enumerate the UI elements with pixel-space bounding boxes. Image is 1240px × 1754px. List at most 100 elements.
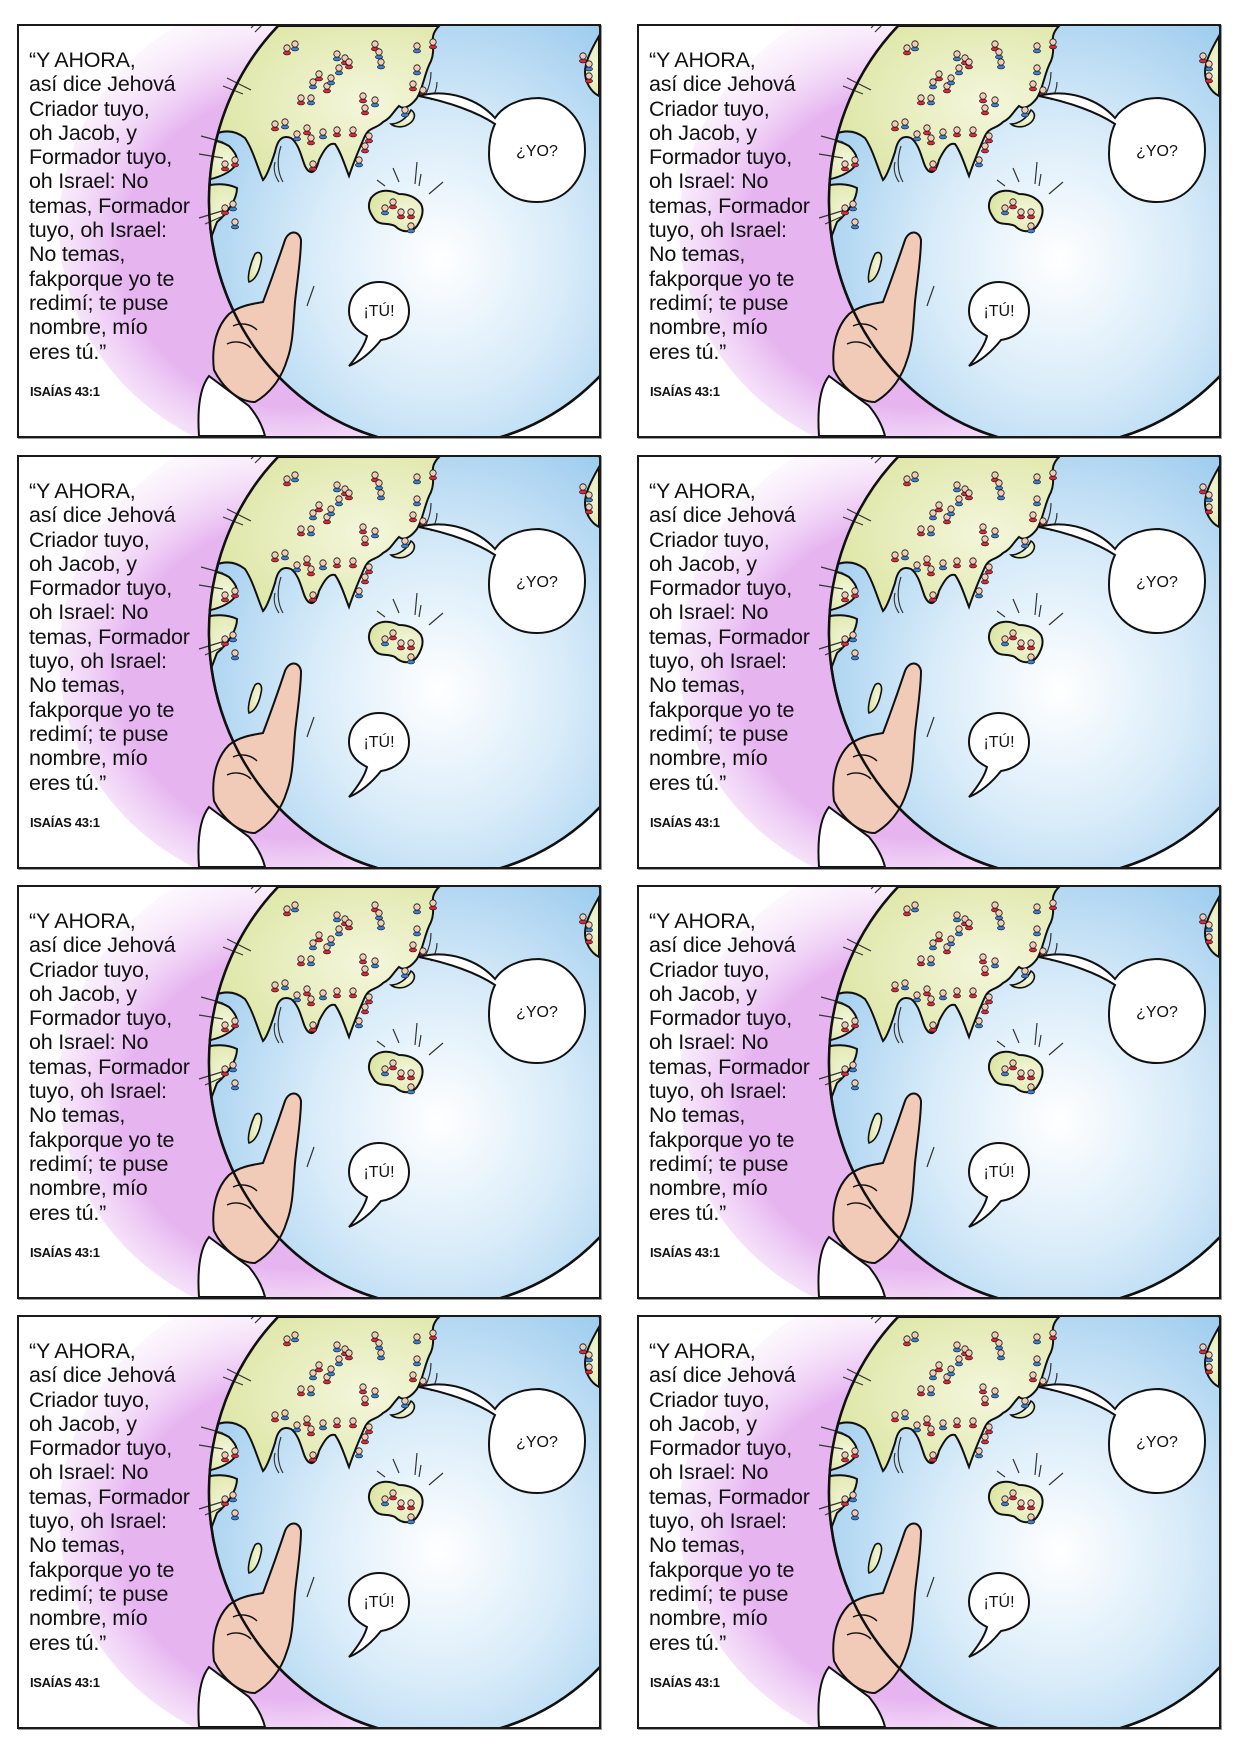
person-marker xyxy=(327,74,335,86)
person-marker xyxy=(229,1061,237,1073)
pointing-hand xyxy=(817,1522,923,1727)
bubble-question-text: ¿YO? xyxy=(516,1434,558,1451)
person-marker xyxy=(923,555,931,567)
verse-reference: ISAÍAS 43:1 xyxy=(650,815,720,830)
person-marker xyxy=(911,40,919,52)
person-marker xyxy=(297,955,305,967)
person-marker xyxy=(345,58,353,70)
person-marker xyxy=(333,50,341,62)
person-marker xyxy=(911,901,919,913)
person-marker xyxy=(293,561,301,573)
person-marker xyxy=(377,58,385,70)
person-marker xyxy=(585,1351,593,1363)
bubble-answer-text: ¡TÚ! xyxy=(983,1162,1014,1181)
person-marker xyxy=(953,1417,961,1429)
person-marker xyxy=(407,222,415,234)
person-marker xyxy=(1021,967,1029,979)
speech-bubble-question: ¿YO? xyxy=(418,1383,587,1495)
person-marker xyxy=(297,94,305,106)
person-marker xyxy=(1199,483,1207,495)
person-marker xyxy=(579,913,587,925)
speech-bubble-answer: ¡TÚ! xyxy=(967,280,1031,367)
person-marker xyxy=(389,1059,397,1071)
globe-illustration: ¿YO? ¡TÚ! xyxy=(59,1317,599,1727)
person-marker xyxy=(333,126,341,138)
person-marker xyxy=(409,1371,417,1383)
person-marker xyxy=(1205,491,1213,503)
land-madagascar xyxy=(867,251,883,284)
land-australia xyxy=(367,189,424,233)
person-marker xyxy=(947,505,955,517)
person-marker xyxy=(1205,933,1213,945)
person-marker xyxy=(429,38,437,50)
person-marker xyxy=(345,919,353,931)
speech-bubble-question: ¿YO? xyxy=(1038,92,1207,204)
person-marker xyxy=(333,1417,341,1429)
person-marker xyxy=(359,523,367,535)
speech-bubble-answer: ¡TÚ! xyxy=(347,280,411,367)
person-marker xyxy=(309,1451,317,1463)
person-marker xyxy=(841,204,849,216)
pointing-hand xyxy=(817,231,923,436)
people-markers xyxy=(841,469,1213,665)
person-marker xyxy=(969,1417,977,1429)
land-madagascar xyxy=(247,251,263,284)
verse-card-2: ¿YO? ¡TÚ! “Y AHORA, así dice Jehová Cria… xyxy=(637,24,1221,438)
verse-reference: ISAÍAS 43:1 xyxy=(30,1675,100,1690)
globe-illustration: ¿YO? ¡TÚ! xyxy=(59,457,599,867)
person-marker xyxy=(1049,899,1057,911)
person-marker xyxy=(1027,222,1035,234)
person-marker xyxy=(585,491,593,503)
person-marker xyxy=(407,653,415,665)
person-marker xyxy=(221,1021,229,1033)
person-marker xyxy=(315,931,323,943)
person-marker xyxy=(985,993,993,1005)
land-australia xyxy=(367,1480,424,1524)
person-marker xyxy=(283,905,291,917)
person-marker xyxy=(375,909,383,921)
person-marker xyxy=(407,1083,415,1095)
person-marker xyxy=(1033,1355,1041,1367)
globe-outline xyxy=(827,26,1219,436)
person-marker xyxy=(851,1447,859,1459)
verse-text: “Y AHORA, así dice Jehová Criador tuyo, … xyxy=(649,909,810,1225)
pointing-hand xyxy=(197,662,303,867)
person-marker xyxy=(319,1419,327,1431)
person-marker xyxy=(1033,42,1041,54)
person-marker xyxy=(365,1423,373,1435)
person-marker xyxy=(851,587,859,599)
speech-bubble-question: ¿YO? xyxy=(418,953,587,1065)
person-marker xyxy=(283,44,291,56)
person-marker xyxy=(585,933,593,945)
person-marker xyxy=(851,218,859,230)
person-marker xyxy=(291,1331,299,1343)
person-marker xyxy=(407,1513,415,1525)
globe-illustration: ¿YO? ¡TÚ! xyxy=(59,26,599,436)
person-marker xyxy=(345,489,353,501)
person-marker xyxy=(389,629,397,641)
person-marker xyxy=(1205,1363,1213,1375)
person-marker xyxy=(271,551,279,563)
person-marker xyxy=(1009,198,1017,210)
person-marker xyxy=(953,557,961,569)
person-marker xyxy=(991,40,999,52)
person-marker xyxy=(335,1355,343,1367)
motion-lines xyxy=(818,1317,1064,1598)
person-marker xyxy=(1017,1069,1025,1081)
person-marker xyxy=(927,995,935,1007)
person-marker xyxy=(345,1349,353,1361)
person-marker xyxy=(297,525,305,537)
person-marker xyxy=(409,941,417,953)
person-marker xyxy=(307,525,315,537)
person-marker xyxy=(935,501,943,513)
person-marker xyxy=(315,1361,323,1373)
person-marker xyxy=(975,1017,983,1029)
person-marker xyxy=(293,1421,301,1433)
person-marker xyxy=(359,92,367,104)
person-marker xyxy=(991,96,999,108)
land-australia xyxy=(987,1050,1044,1094)
person-marker xyxy=(1027,208,1035,220)
verse-reference: ISAÍAS 43:1 xyxy=(650,384,720,399)
person-marker xyxy=(953,987,961,999)
person-marker xyxy=(947,74,955,86)
